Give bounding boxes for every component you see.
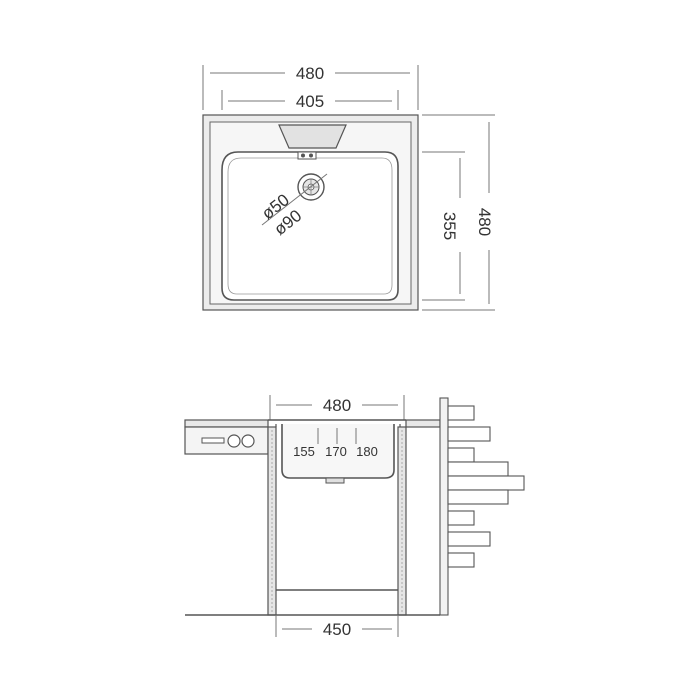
brick-wall — [439, 397, 525, 616]
overflow-dot-icon — [301, 153, 305, 158]
countertop-left — [184, 419, 269, 428]
overall-width-label: 480 — [296, 64, 324, 83]
overflow-icon — [297, 151, 317, 160]
depth-label-3: 180 — [356, 444, 378, 459]
front-panel — [184, 426, 269, 455]
sink-bowl-inner-edge — [227, 157, 393, 295]
panel-slot-icon — [201, 437, 225, 444]
bowl-length-label: 355 — [440, 212, 459, 240]
drain-outlet-icon — [325, 477, 345, 484]
inner-width-label: 405 — [296, 92, 324, 111]
top-view: 480 405 ø50 ø90 — [202, 64, 495, 311]
overall-length-label: 480 — [475, 208, 494, 236]
knob-icon — [227, 434, 241, 448]
side-bottom-width-label: 450 — [323, 620, 351, 639]
sink-bowl — [221, 151, 399, 301]
side-top-width-label: 480 — [323, 396, 351, 415]
depth-label-2: 170 — [325, 444, 347, 459]
countertop-right — [405, 419, 441, 428]
overflow-dot-icon — [309, 153, 313, 158]
depth-label-1: 155 — [293, 444, 315, 459]
side-view: 480 155 170 180 450 — [184, 395, 525, 639]
faucet-deck — [278, 124, 347, 149]
knob-icon — [241, 434, 255, 448]
drain-leader-line — [261, 173, 328, 226]
